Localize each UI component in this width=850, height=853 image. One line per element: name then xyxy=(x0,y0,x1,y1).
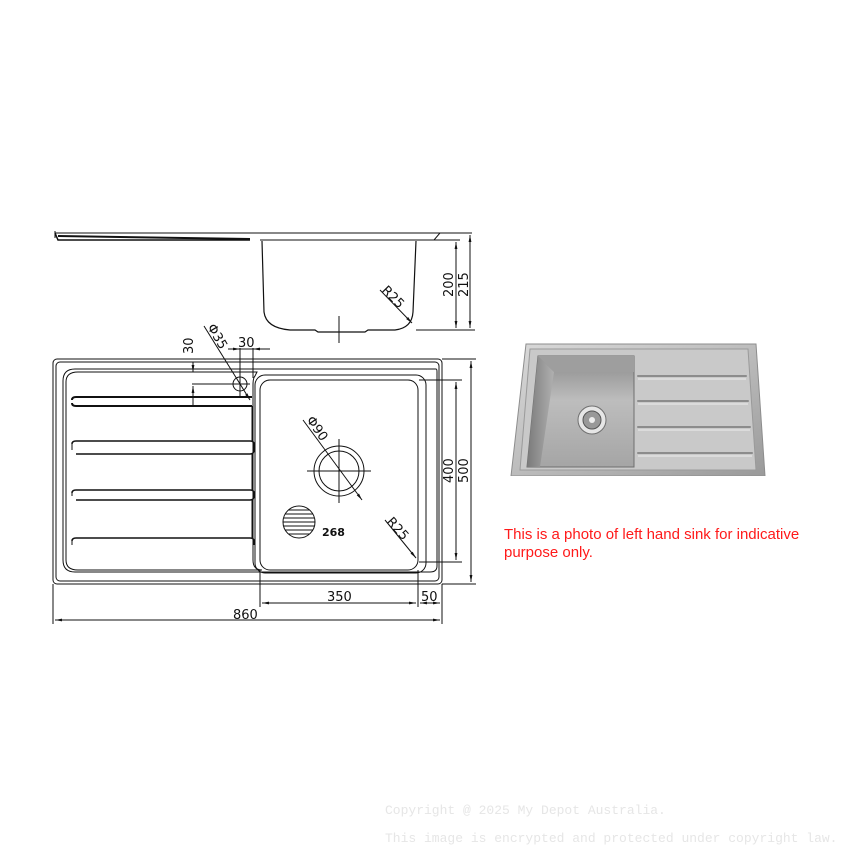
tap-offset-y-label: 30 xyxy=(182,337,197,354)
bowl-width-350-label: 350 xyxy=(327,590,352,605)
side-view xyxy=(54,231,475,343)
photo-caption: This is a photo of left hand sink for in… xyxy=(504,526,800,561)
bowl-radius-label: R25 xyxy=(383,515,411,544)
overflow-label: 268 xyxy=(322,526,345,539)
side-depth-215-label: 215 xyxy=(457,272,472,297)
protection-notice-line: This image is encrypted and protected un… xyxy=(385,831,838,846)
sink-photo xyxy=(510,343,766,476)
side-depth-200-label: 200 xyxy=(442,272,457,297)
waste-diameter-label: Φ90 xyxy=(303,414,331,445)
copyright-watermark: Copyright @ 2025 My Depot Australia. Thi… xyxy=(385,797,850,853)
overall-width-860-label: 860 xyxy=(233,608,258,623)
tap-hole-diameter-label: Φ35 xyxy=(204,322,230,353)
right-margin-50-label: 50 xyxy=(421,590,438,605)
plan-view xyxy=(52,325,476,624)
bowl-length-400-label: 400 xyxy=(442,458,457,483)
overall-length-500-label: 500 xyxy=(457,458,472,483)
tap-offset-x-label: 30 xyxy=(238,336,255,351)
side-radius-label: R25 xyxy=(378,283,407,312)
copyright-line: Copyright @ 2025 My Depot Australia. xyxy=(385,803,666,818)
